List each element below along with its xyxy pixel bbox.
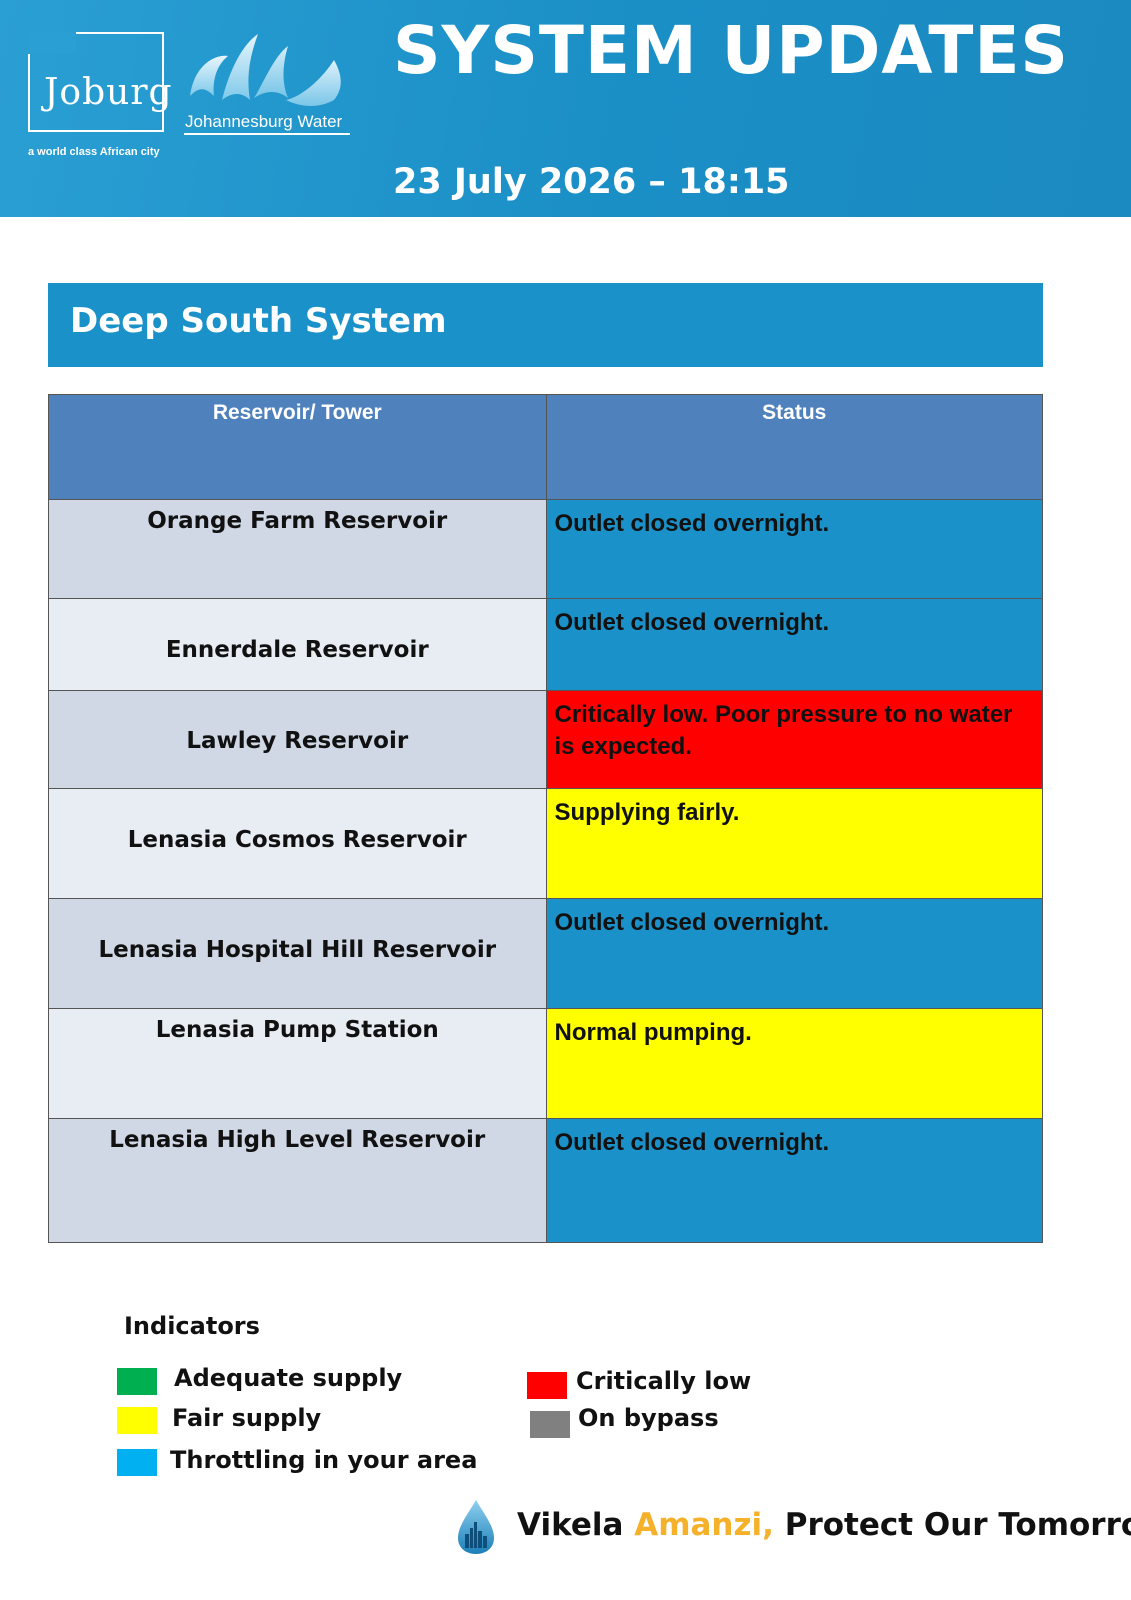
table-row: Lenasia High Level Reservoir Outlet clos… — [48, 1119, 1043, 1243]
slogan-part-2: Protect Our Tomorrow — [784, 1507, 1131, 1543]
status-cell: Critically low. Poor pressure to no wate… — [545, 691, 1042, 788]
joburg-tagline: a world class African city — [28, 146, 160, 158]
water-drop-city-icon — [458, 1500, 494, 1554]
reservoir-name: Lenasia Pump Station — [155, 1017, 439, 1043]
slogan-part-1: Vikela — [517, 1507, 635, 1543]
table-row: Lenasia Pump Station Normal pumping. — [48, 1009, 1043, 1119]
status-cell: Outlet closed overnight. — [545, 599, 1042, 690]
status-cell: Outlet closed overnight. — [545, 1119, 1042, 1242]
legend-label-critical: Critically low — [576, 1367, 752, 1395]
reservoir-name: Lawley Reservoir — [186, 728, 409, 754]
update-date: 23 July 2026 – 18:15 — [393, 162, 790, 202]
page-title: SYSTEM UPDATES — [393, 12, 1069, 89]
legend-label-adequate: Adequate supply — [174, 1364, 403, 1392]
table-row: Orange Farm Reservoir Outlet closed over… — [48, 500, 1043, 599]
footer-slogan: Vikela Amanzi, Protect Our Tomorrow — [517, 1507, 1131, 1543]
reservoir-name: Orange Farm Reservoir — [147, 508, 448, 534]
status-text: Outlet closed overnight. — [554, 909, 830, 936]
status-text: Supplying fairly. — [554, 799, 740, 826]
section-title: Deep South System — [70, 301, 447, 341]
status-text: Normal pumping. — [554, 1019, 752, 1046]
legend-swatch-fair — [117, 1407, 157, 1434]
joburg-logo-frame — [28, 32, 164, 132]
legend-swatch-critical — [527, 1372, 567, 1399]
table-row: Lenasia Cosmos Reservoir Supplying fairl… — [48, 789, 1043, 899]
status-cell: Normal pumping. — [545, 1009, 1042, 1118]
reservoir-name: Lenasia Cosmos Reservoir — [127, 827, 467, 853]
status-text: Critically low. Poor pressure to no wate… — [554, 701, 1013, 760]
status-cell: Outlet closed overnight. — [545, 899, 1042, 1008]
johannesburg-water-logo-text: Johannesburg Water — [185, 112, 343, 131]
table-row: Lenasia Hospital Hill Reservoir Outlet c… — [48, 899, 1043, 1009]
section-header: Deep South System — [48, 283, 1043, 367]
status-text: Outlet closed overnight. — [554, 510, 830, 537]
status-cell: Supplying fairly. — [545, 789, 1042, 898]
legend-swatch-bypass — [530, 1411, 570, 1438]
status-table: Reservoir/ Tower Status Orange Farm Rese… — [48, 394, 1043, 1243]
status-text: Outlet closed overnight. — [554, 1129, 830, 1156]
legend-swatch-adequate — [117, 1368, 157, 1395]
legend-label-throttling: Throttling in your area — [170, 1446, 478, 1474]
legend-title: Indicators — [124, 1312, 260, 1340]
legend-label-fair: Fair supply — [172, 1404, 322, 1432]
logo-underline — [184, 133, 350, 135]
legend-label-bypass: On bypass — [578, 1404, 719, 1432]
header-banner: Joburg a world class African city Johann… — [0, 0, 1131, 217]
status-cell: Outlet closed overnight. — [545, 500, 1042, 598]
legend-swatch-throttling — [117, 1449, 157, 1476]
table-row: Ennerdale Reservoir Outlet closed overni… — [48, 599, 1043, 691]
slogan-accent: Amanzi, — [634, 1507, 774, 1543]
table-header-row: Reservoir/ Tower Status — [48, 394, 1043, 500]
joburg-logo: Joburg — [44, 72, 173, 113]
reservoir-name: Ennerdale Reservoir — [165, 637, 429, 663]
reservoir-name: Lenasia High Level Reservoir — [109, 1127, 486, 1153]
table-row: Lawley Reservoir Critically low. Poor pr… — [48, 691, 1043, 789]
column-header-status: Status — [545, 395, 1043, 499]
johannesburg-water-wave-icon — [190, 34, 341, 106]
column-header-reservoir: Reservoir/ Tower — [212, 401, 382, 424]
reservoir-name: Lenasia Hospital Hill Reservoir — [98, 937, 497, 963]
status-text: Outlet closed overnight. — [554, 609, 830, 636]
